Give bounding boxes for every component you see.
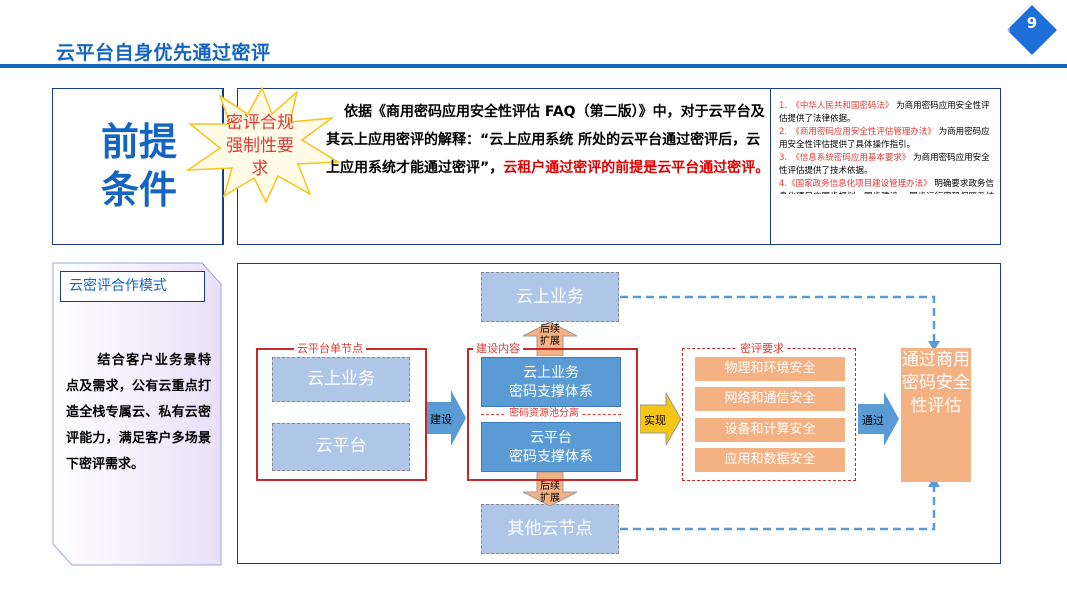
- other-cloud-nodes: 其他云节点: [481, 504, 619, 554]
- diagram-connectors: [620, 295, 940, 531]
- pool-separation-tag: 密码资源池分离: [506, 408, 582, 420]
- pass-arrow-label: 通过: [862, 414, 884, 427]
- build-content-group: [467, 348, 638, 481]
- final-result-box: 通过商用密码安全性评估: [901, 348, 971, 482]
- build-arrow-label: 建设: [430, 413, 452, 426]
- premise-main-text-black: 依据《商用密码应用安全性评估 FAQ（第二版）》中，对于云平台及其云上应用密评的…: [326, 104, 765, 176]
- page-title: 云平台自身优先通过密评: [56, 42, 271, 64]
- mode-label: 云密评合作模式: [60, 271, 205, 302]
- requirement-item: 设备和计算安全: [695, 418, 845, 442]
- mode-description: 结合客户业务景特点及需求，公有云重点打造全栈专属云、私有云密评能力，满足客户多场…: [66, 353, 211, 472]
- premise-title-line2: 条件: [100, 168, 177, 212]
- burst-star-icon: [185, 86, 341, 204]
- single-node-cloud-business: 云上业务: [272, 357, 410, 402]
- single-node-tag: 云平台单节点: [294, 342, 366, 356]
- pass-arrow-icon: [858, 392, 899, 446]
- law-item: 3. 《信息系统密码应用基本要求》 为商用密码应用安全性评估提供了技术依据。: [779, 153, 990, 176]
- diagram-frame: [237, 263, 1001, 564]
- realize-arrow-icon: [640, 393, 682, 445]
- requirement-item: 物理和环境安全: [695, 357, 845, 381]
- build-content-tag: 建设内容: [473, 342, 523, 356]
- top-cloud-business-node: 云上业务: [481, 272, 619, 322]
- expand-up-arrow-icon: [522, 322, 578, 356]
- requirement-item: 网络和通信安全: [695, 387, 845, 411]
- requirement-item: 应用和数据安全: [695, 448, 845, 472]
- page-badge-diamond: [1007, 5, 1057, 55]
- burst-text: 密评合规强制性要求: [226, 113, 294, 179]
- cloud-platform-crypto-system: 云平台 密码支撑体系: [481, 422, 621, 472]
- law-item: 2. 《商用密码应用安全性评估管理办法》 为商用密码应用安全性评估提供了具体操作…: [779, 127, 990, 150]
- cloud-business-crypto-system: 云上业务 密码支撑体系: [481, 357, 621, 407]
- premise-main-text: 依据《商用密码应用安全性评估 FAQ（第二版）》中，对于云平台及其云上应用密评的…: [326, 98, 770, 182]
- build-arrow-icon: [427, 390, 466, 446]
- expand-up-label: 后续 扩展: [540, 324, 560, 347]
- law-item: 4.《国家政务信息化项目建设管理办法》 明确要求政务信息化项目应同步规划、同步建…: [779, 179, 994, 194]
- expand-down-label: 后续 扩展: [540, 481, 560, 504]
- premise-main-text-red: 云租户通过密评的前提是云平台通过密评。: [503, 160, 770, 176]
- law-item: 1. 《中华人民共和国密码法》 为商用密码应用安全性评估提供了法律依据。: [779, 101, 990, 124]
- single-node-cloud-platform: 云平台: [272, 423, 410, 471]
- expand-down-arrow-icon: [522, 472, 578, 506]
- mode-panel: [52, 262, 222, 566]
- requirements-tag: 密评要求: [737, 342, 787, 356]
- page-number: 9: [1026, 14, 1038, 32]
- laws-divider: [770, 88, 771, 245]
- badge-small-text: 通 密: [1003, 26, 1010, 42]
- law-list: 1. 《中华人民共和国密码法》 为商用密码应用安全性评估提供了法律依据。 2. …: [779, 100, 995, 194]
- realize-arrow-label: 实现: [644, 414, 666, 427]
- premise-title: 前提 条件: [54, 118, 224, 214]
- premise-title-line1: 前提: [100, 120, 177, 164]
- header-divider: [0, 64, 1067, 68]
